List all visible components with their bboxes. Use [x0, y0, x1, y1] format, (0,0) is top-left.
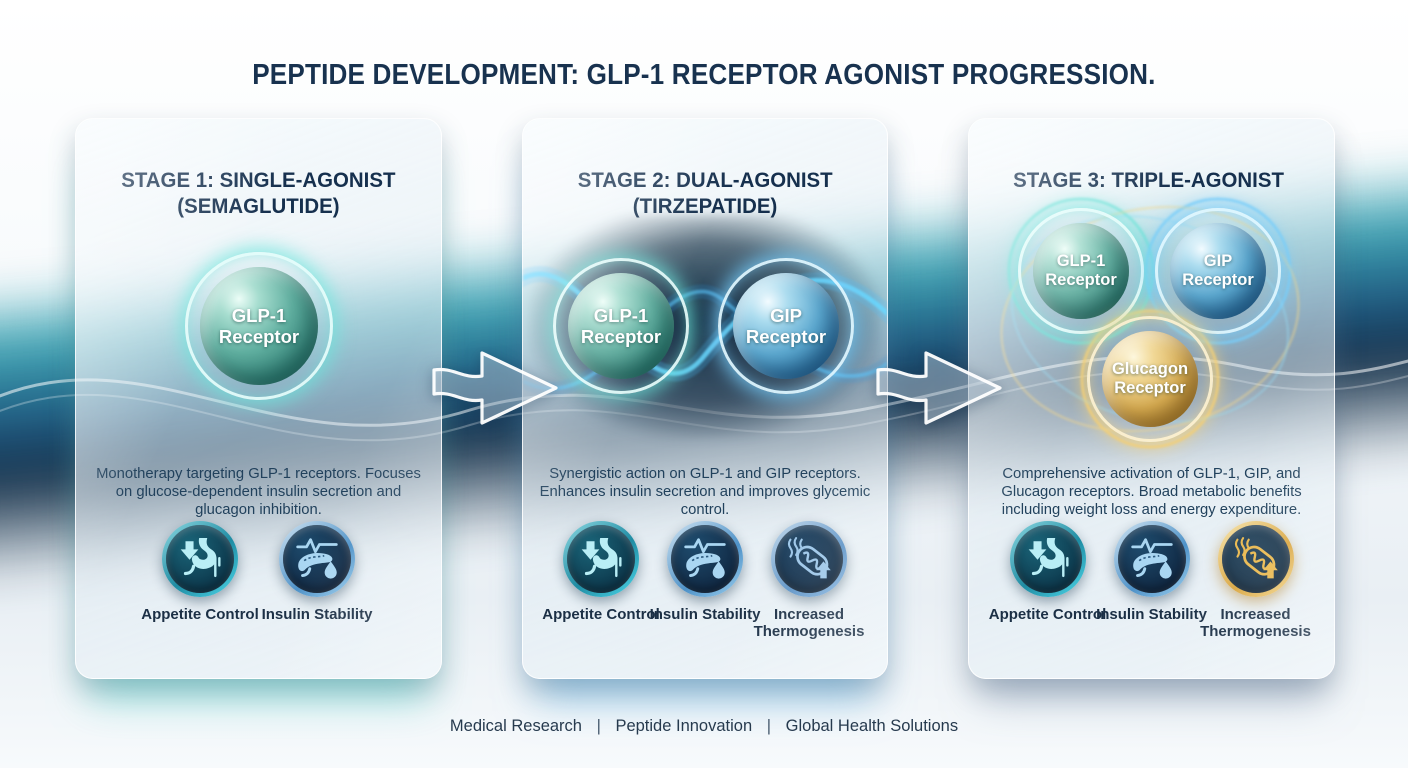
benefit-label: Increased Thermogenesis — [1200, 606, 1311, 641]
benefit-label: Insulin Stability — [261, 606, 373, 623]
pancreas-insulin-icon — [667, 521, 743, 597]
footer-item-global-health: Global Health Solutions — [785, 717, 959, 735]
orb-glow-ring — [1018, 208, 1144, 334]
receptor-label: GLP-1 — [593, 304, 649, 326]
stage-1-title: STAGE 1: SINGLE-AGONIST (SEMAGLUTIDE) — [76, 167, 441, 219]
stage-2-benefits: Appetite Control Insulin Stability — [523, 521, 887, 641]
orb-glow-ring — [718, 258, 854, 394]
footer-separator: | — [766, 717, 772, 735]
benefit-label: Appetite Control — [988, 606, 1107, 623]
stage-2-title: STAGE 2: DUAL-AGONIST (TIRZEPATIDE) — [523, 167, 887, 219]
receptor-label: GLP-1 — [1056, 252, 1106, 271]
benefit-insulin-stability: Insulin Stability — [259, 521, 376, 623]
pancreas-insulin-icon — [279, 521, 355, 597]
receptor-label: Receptor — [1114, 379, 1186, 397]
stage-3-benefits: Appetite Control Insulin Stability — [969, 521, 1334, 641]
receptor-label: Receptor — [1182, 271, 1254, 289]
gip-receptor-orb: GIP Receptor — [1155, 208, 1281, 334]
pancreas-insulin-icon — [1113, 521, 1190, 597]
page-title: PEPTIDE DEVELOPMENT: GLP-1 RECEPTOR AGON… — [0, 59, 1408, 92]
benefit-label: Appetite Control — [542, 606, 660, 623]
benefit-label: Increased Thermogenesis — [753, 606, 865, 641]
receptor-label: Receptor — [580, 326, 662, 347]
benefit-appetite-control: Appetite Control — [542, 521, 660, 641]
footer-item-peptide-innovation: Peptide Innovation — [615, 717, 753, 735]
stage-1-title-line1: STAGE 1: SINGLE-AGONIST — [121, 167, 396, 192]
benefit-insulin-stability: Insulin Stability — [1096, 521, 1207, 641]
stage-3-description: Comprehensive activation of GLP-1, GIP, … — [1001, 465, 1302, 519]
stage-3-title-line1: STAGE 3: TRIPLE-AGONIST — [1013, 167, 1284, 192]
stage-1-benefits: Appetite Control Insulin Stability — [76, 521, 441, 623]
stage2-to-stage3-arrow-icon — [876, 351, 1002, 425]
benefit-increased-thermogenesis: Increased Thermogenesis — [1200, 521, 1311, 641]
stage-1-card: STAGE 1: SINGLE-AGONIST (SEMAGLUTIDE) GL… — [75, 118, 442, 679]
receptor-label: Receptor — [1045, 271, 1117, 289]
stage-2-title-line1: STAGE 2: DUAL-AGONIST — [577, 167, 833, 192]
receptor-label: Receptor — [218, 326, 300, 347]
glp1-receptor-orb: GLP-1 Receptor — [553, 258, 689, 394]
mitochondria-thermogenesis-icon — [771, 521, 847, 597]
orb-glow-ring — [553, 258, 689, 394]
receptor-label: GIP — [1203, 252, 1233, 271]
benefit-appetite-control: Appetite Control — [141, 521, 259, 623]
glp1-receptor-orb: GLP-1 Receptor — [1018, 208, 1144, 334]
stomach-appetite-icon — [162, 521, 238, 597]
footer-tagline: Medical Research | Peptide Innovation | … — [0, 717, 1408, 736]
stage-2-description: Synergistic action on GLP-1 and GIP rece… — [539, 465, 871, 519]
receptor-label: GLP-1 — [231, 304, 287, 326]
orb-glow-ring — [185, 252, 333, 400]
stage-1-title-line2: (SEMAGLUTIDE) — [177, 194, 340, 219]
benefit-increased-thermogenesis: Increased Thermogenesis — [754, 521, 864, 641]
stage-2-title-line2: (TIRZEPATIDE) — [632, 194, 778, 219]
benefit-label: Insulin Stability — [649, 606, 761, 623]
footer-item-medical-research: Medical Research — [449, 717, 582, 735]
stage-3-card: STAGE 3: TRIPLE-AGONIST GLP-1 Receptor G… — [968, 118, 1335, 679]
gip-receptor-orb: GIP Receptor — [718, 258, 854, 394]
receptor-label: GIP — [770, 304, 802, 326]
orb-glow-ring — [1087, 316, 1213, 442]
mitochondria-thermogenesis-icon — [1217, 521, 1294, 597]
benefit-appetite-control: Appetite Control — [989, 521, 1106, 641]
page-title-text: PEPTIDE DEVELOPMENT: GLP-1 RECEPTOR AGON… — [252, 59, 1156, 92]
stage-3-title: STAGE 3: TRIPLE-AGONIST — [969, 167, 1334, 193]
benefit-label: Insulin Stability — [1096, 606, 1207, 623]
glp1-receptor-orb: GLP-1 Receptor — [185, 252, 333, 400]
receptor-label: Glucagon — [1111, 360, 1189, 379]
orb-glow-ring — [1155, 208, 1281, 334]
glucagon-receptor-orb: Glucagon Receptor — [1087, 316, 1213, 442]
benefit-label: Appetite Control — [141, 606, 259, 623]
stage-2-card: STAGE 2: DUAL-AGONIST (TIRZEPATIDE) GLP-… — [522, 118, 888, 679]
stomach-appetite-icon — [563, 521, 639, 597]
stage1-to-stage2-arrow-icon — [432, 351, 558, 425]
receptor-label: Receptor — [745, 326, 827, 347]
footer-separator: | — [596, 717, 601, 735]
stage-1-description: Monotherapy targeting GLP-1 receptors. F… — [96, 465, 421, 519]
benefit-insulin-stability: Insulin Stability — [650, 521, 760, 641]
stomach-appetite-icon — [1009, 521, 1086, 597]
